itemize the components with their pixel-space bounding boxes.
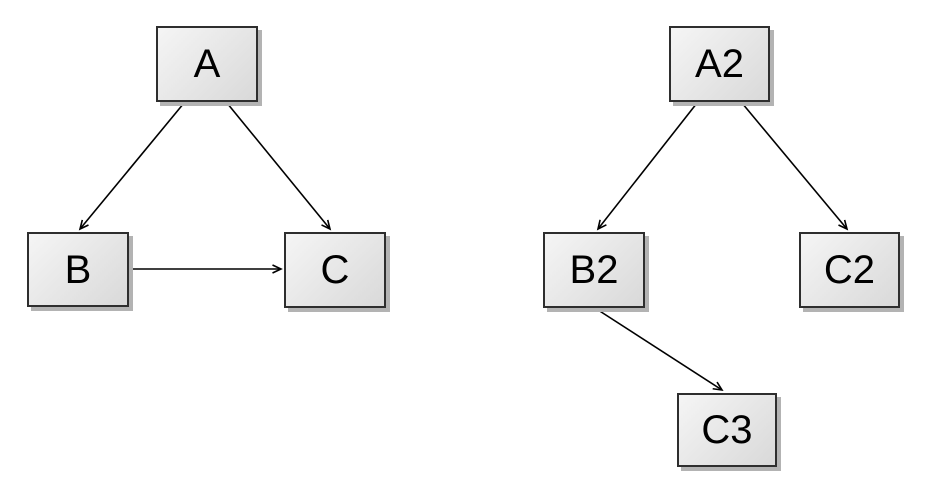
node-label-C2: C2 (823, 248, 876, 292)
edge-B2-to-C3[interactable] (594, 307, 724, 392)
node-label-B2: B2 (569, 248, 619, 292)
node-C[interactable]: C (284, 232, 386, 308)
node-A[interactable]: A (156, 26, 258, 102)
edge-A2-to-B2[interactable] (596, 102, 698, 231)
node-C3[interactable]: C3 (677, 393, 777, 467)
edge-A-to-B[interactable] (78, 102, 185, 231)
node-label-C: C (320, 248, 350, 292)
node-label-B: B (64, 247, 92, 292)
node-C2[interactable]: C2 (799, 232, 900, 308)
node-B[interactable]: B (27, 232, 129, 307)
node-label-A2: A2 (695, 42, 744, 86)
edge-A-to-C[interactable] (226, 102, 332, 231)
node-label-A: A (193, 42, 221, 86)
node-A2[interactable]: A2 (669, 26, 770, 102)
node-B2[interactable]: B2 (543, 232, 645, 308)
node-label-C3: C3 (701, 408, 753, 452)
edge-A2-to-C2[interactable] (741, 102, 849, 231)
